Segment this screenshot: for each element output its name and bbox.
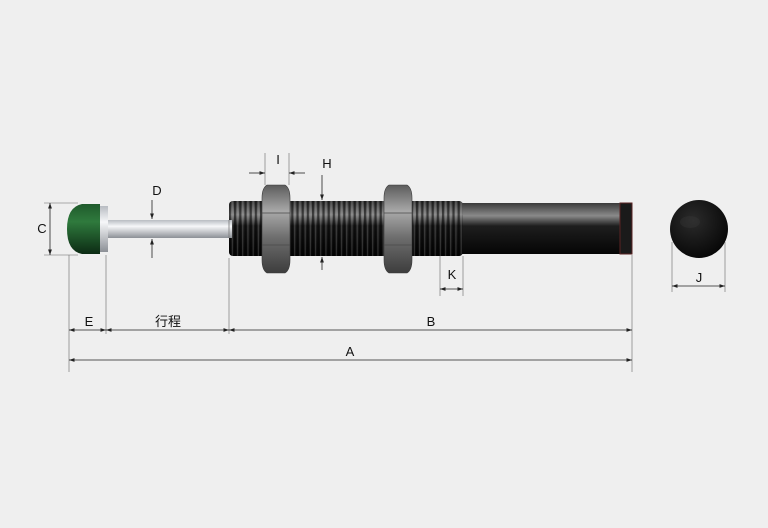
label-A: A	[346, 344, 355, 359]
cap-ring	[99, 206, 108, 252]
label-E: E	[85, 314, 94, 329]
label-stroke: 行程	[155, 315, 181, 330]
label-I: I	[276, 152, 280, 167]
label-J: J	[696, 270, 703, 285]
rear-body	[462, 203, 632, 254]
label-C: C	[37, 221, 46, 236]
label-D: D	[152, 183, 161, 198]
stopper-cap	[67, 204, 100, 254]
rear-end-ring	[619, 202, 633, 255]
end-view	[670, 200, 728, 258]
lock-nut-2	[383, 184, 413, 274]
piston-rod	[106, 220, 232, 238]
shock-absorber	[67, 184, 633, 274]
dimension-lines	[48, 171, 725, 362]
label-K: K	[448, 267, 457, 282]
dimension-labels: A B C D E H I J K 行程	[37, 152, 702, 359]
label-H: H	[322, 156, 331, 171]
label-B: B	[427, 314, 436, 329]
lock-nut-1	[261, 184, 291, 274]
